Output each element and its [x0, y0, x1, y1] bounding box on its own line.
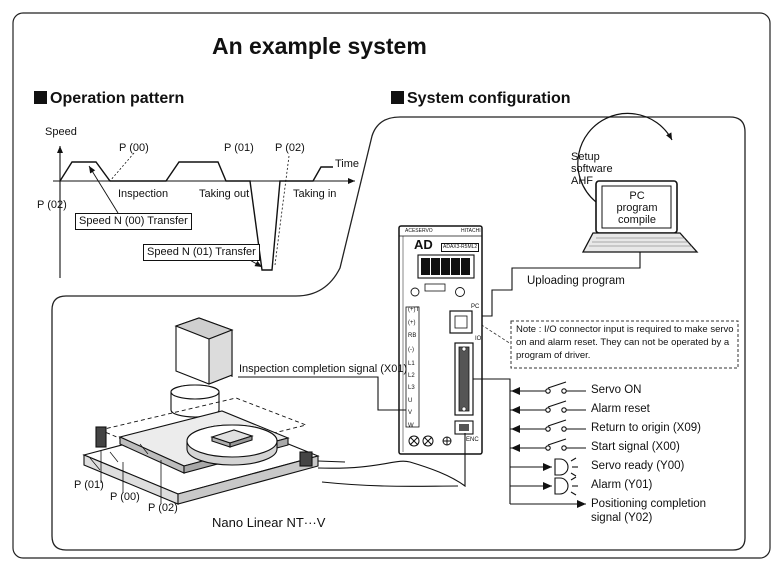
stage-point-p00: P (00) — [110, 491, 140, 503]
speed-axis-label: Speed — [45, 126, 77, 138]
io-signal-label: Positioning completion signal (Y02) — [591, 498, 707, 524]
io-signal-label: Alarm (Y01) — [591, 479, 653, 491]
outer-frame — [12, 12, 771, 559]
driver-pin-label: U — [408, 398, 413, 404]
io-signal-label: Alarm reset — [591, 403, 650, 415]
pc-laptop — [577, 112, 699, 253]
driver-pin-label: (-) — [408, 347, 414, 353]
speed-n01-transfer-label: Speed N (01) Transfer — [143, 244, 260, 261]
driver-seven-segments — [421, 258, 470, 275]
note-text: Note : I/O connector input is required t… — [516, 324, 734, 361]
driver-adj-knob — [410, 287, 420, 297]
speed-n00-transfer-label: Speed N (00) Transfer — [75, 213, 192, 230]
driver-model-sub: ADAX3-R5ML2 — [441, 243, 480, 252]
pc-driver-cable — [477, 252, 641, 317]
camera — [170, 317, 234, 418]
io-bus — [473, 378, 511, 504]
driver-pin-label: (+) — [408, 320, 416, 326]
stage-name: Nano Linear NT···V — [212, 515, 326, 530]
driver-pc-port-label: PC — [471, 304, 480, 310]
driver-enc-label: ENC — [466, 437, 479, 443]
pc-screen-text: PC program compile — [616, 190, 658, 227]
driver-pin-label: V — [408, 410, 413, 416]
leader-n00 — [88, 165, 119, 214]
driver-terminal-block — [405, 306, 420, 428]
driver-pin-label: RB — [408, 333, 417, 339]
laptop-keys — [589, 237, 692, 247]
uploading-program-label: Uploading program — [527, 275, 625, 287]
inspection-completion-signal: Inspection completion signal (X01) — [239, 363, 408, 375]
io-signal-label: Start signal (X00) — [591, 441, 680, 453]
point-p02-top-label: P (02) — [275, 142, 305, 154]
driver-pin-label: L1 — [408, 361, 415, 367]
io-arrowheads — [511, 387, 586, 508]
note-box — [510, 320, 739, 369]
inspection-signal-wire — [238, 376, 406, 411]
operation-pattern-chart — [53, 146, 355, 278]
heading-square-icon — [391, 91, 404, 104]
io-signal-label: Servo ready (Y00) — [591, 460, 685, 472]
laptop-screen-inner — [601, 185, 672, 229]
stage-point-p01: P (01) — [74, 479, 104, 491]
operation-pattern-heading-text: Operation pattern — [50, 90, 185, 107]
driver-pin-label: (+)T — [408, 307, 420, 313]
driver-brand-left: ACESERVO — [405, 228, 433, 234]
stage-point-p02: P (02) — [148, 502, 178, 514]
system-config-heading: System configuration — [391, 91, 571, 107]
driver-pin-label: L3 — [408, 385, 415, 391]
driver-pc-port — [449, 310, 473, 334]
point-p01-label: P (01) — [224, 142, 254, 154]
encoder-cable — [317, 433, 466, 488]
io-signal-label: Return to origin (X09) — [591, 422, 701, 434]
driver-unit — [398, 225, 483, 455]
dot-p00 — [109, 152, 135, 182]
operation-pattern-heading: Operation pattern — [34, 91, 184, 107]
system-config-outline — [51, 116, 746, 551]
driver-io-port-label: IO — [475, 336, 482, 342]
laptop-base — [581, 232, 699, 253]
driver-brand-right: HITACHI — [461, 228, 481, 234]
linear-stage — [82, 397, 346, 505]
io-signal-label: Servo ON — [591, 384, 642, 396]
phase-taking-in: Taking in — [293, 188, 337, 200]
heading-square-icon — [34, 91, 47, 104]
io-switches — [545, 381, 567, 451]
phase-taking-out: Taking out — [199, 188, 250, 200]
driver-pin-label: L2 — [408, 373, 415, 379]
point-p02-left-label: P (02) — [37, 199, 67, 211]
driver-ground-screws — [408, 435, 452, 447]
driver-model: AD — [414, 237, 433, 252]
setup-software-arc — [577, 112, 673, 213]
speed-profile — [59, 161, 333, 271]
driver-pin-label: W — [408, 423, 414, 429]
setup-software-label: Setup software AHF — [571, 151, 613, 187]
system-config-heading-text: System configuration — [407, 90, 571, 107]
io-lamps — [554, 457, 578, 496]
motor-cable — [321, 481, 459, 487]
stage-point-leaders — [100, 450, 162, 503]
page-title: An example system — [212, 33, 427, 59]
driver-mode-button — [424, 283, 446, 292]
driver-rotary-switch — [455, 287, 465, 297]
point-p00-label: P (00) — [119, 142, 149, 154]
phase-inspection: Inspection — [118, 188, 169, 200]
time-axis-label: Time — [335, 158, 360, 170]
